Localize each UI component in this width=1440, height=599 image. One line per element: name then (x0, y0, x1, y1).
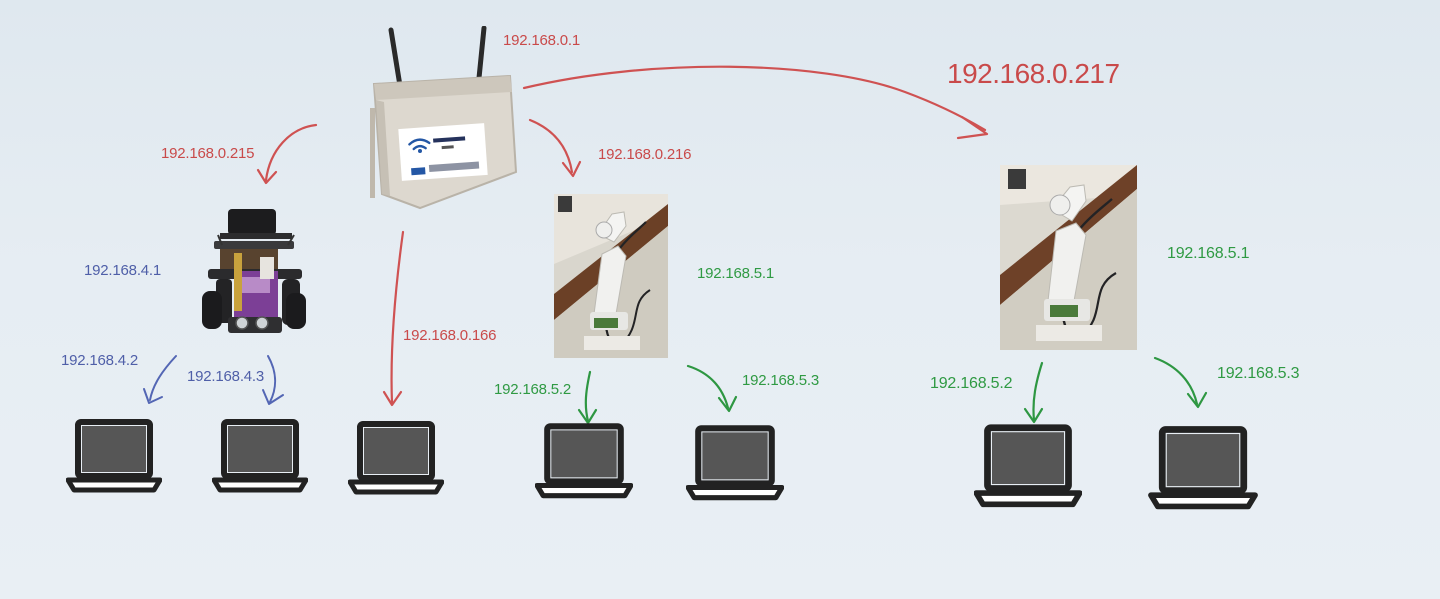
laptop-icon (66, 418, 162, 494)
robot-client-1-label: 192.168.4.2 (61, 352, 139, 369)
arrowhead-router-to-robot (256, 168, 278, 185)
arrowhead-robot-to-laptop-1 (143, 388, 163, 404)
arrow-robot-to-laptop-1 (149, 355, 177, 401)
arm-b-ip-label: 192.168.5.1 (1167, 245, 1250, 262)
arm-a-client-2-label: 192.168.5.3 (742, 372, 820, 389)
robot-arm-photo-b (1000, 165, 1137, 350)
arm-b-client-1-label: 192.168.5.2 (930, 375, 1013, 392)
arrowhead-robot-to-laptop-2 (262, 389, 284, 405)
arrowhead-router-to-arm-b (956, 115, 989, 140)
arrow-robot-to-laptop-2 (267, 355, 276, 403)
laptop-icon (212, 418, 308, 494)
arrowhead-arm-a-to-laptop-5 (717, 395, 738, 413)
arrow-router-to-laptop-3 (390, 230, 405, 405)
arrow-arm-a-to-laptop-4 (584, 370, 592, 423)
mobile-robot-icon (198, 205, 310, 347)
robot-client-2-label: 192.168.4.3 (187, 368, 265, 385)
arrow-router-to-arm-b (522, 65, 987, 132)
link-217-label: 192.168.0.217 (947, 58, 1120, 89)
arrow-arm-b-to-laptop-7 (1153, 356, 1199, 406)
robot-ip-label: 192.168.4.1 (84, 262, 162, 279)
arm-b-client-2-label: 192.168.5.3 (1217, 365, 1300, 382)
arm-a-client-1-label: 192.168.5.2 (494, 381, 572, 398)
arrow-router-to-arm-a (528, 118, 574, 174)
router-ip-label: 192.168.0.1 (503, 32, 581, 49)
arrow-arm-a-to-laptop-5 (686, 364, 730, 410)
link-216-label: 192.168.0.216 (598, 146, 692, 163)
arrowhead-arm-b-to-laptop-6 (1023, 407, 1044, 424)
robot-arm-photo-a (554, 194, 668, 358)
arrowhead-router-to-laptop-3 (382, 390, 403, 407)
arrow-router-to-robot (264, 123, 318, 182)
arrowhead-arm-a-to-laptop-4 (577, 408, 598, 425)
arrow-arm-b-to-laptop-6 (1032, 361, 1044, 422)
arm-a-ip-label: 192.168.5.1 (697, 265, 775, 282)
arrowhead-router-to-arm-a (561, 160, 582, 178)
arrowhead-arm-b-to-laptop-7 (1186, 391, 1208, 409)
laptop-icon (348, 420, 444, 496)
laptop-icon (535, 422, 633, 500)
laptop-icon (1148, 425, 1258, 511)
laptop-icon (974, 423, 1082, 509)
laptop-icon (686, 424, 784, 502)
wifi-router-icon (360, 26, 520, 212)
link-166-label: 192.168.0.166 (403, 327, 497, 344)
link-215-label: 192.168.0.215 (161, 145, 255, 162)
